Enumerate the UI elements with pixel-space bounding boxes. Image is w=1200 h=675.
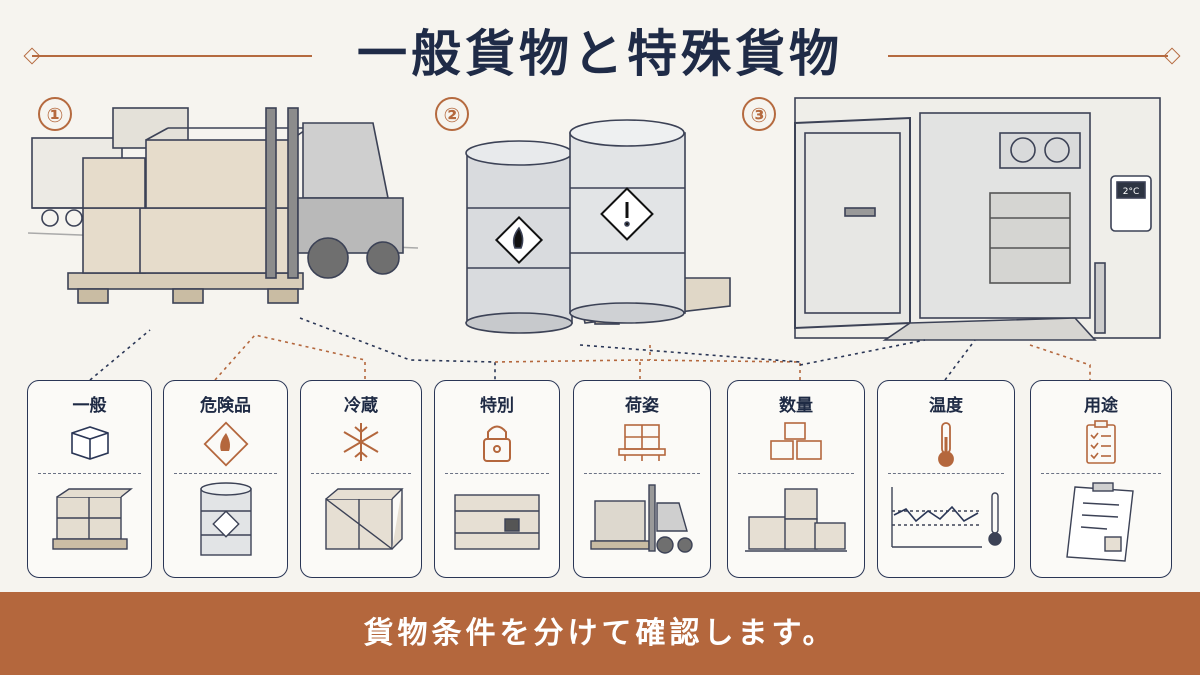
card-label: 用途 (1084, 396, 1118, 416)
flammable-diamond-icon (203, 421, 248, 467)
forklift-pallet-icon (590, 484, 693, 554)
card-special: 特別 (434, 380, 560, 578)
scene-number-2: ② (435, 97, 469, 131)
card-divider (584, 473, 700, 474)
footer-caption: 貨物条件を分けて確認します。 (0, 592, 1200, 675)
box-stacks-icon (745, 488, 847, 552)
card-label: 温度 (929, 396, 963, 416)
card-label: 危険品 (200, 396, 251, 416)
hazard-drum-icon (199, 482, 252, 556)
temperature-graph-icon (891, 487, 1002, 548)
locked-crate-icon (454, 494, 540, 550)
pallet-icon (67, 272, 304, 304)
title-rule-left (32, 55, 312, 57)
card-label: 冷蔵 (344, 396, 378, 416)
card-divider (38, 473, 141, 474)
bollard (1094, 262, 1106, 334)
fan-unit (999, 132, 1081, 169)
cold-storage-door-icon (794, 116, 911, 330)
card-divider (311, 473, 411, 474)
card-temperature: 温度 (877, 380, 1015, 578)
card-divider (174, 473, 277, 474)
card-refrigerated: 冷蔵 (300, 380, 422, 578)
page-title: 一般貨物と特殊貨物 (357, 25, 843, 83)
title-rule-right (888, 55, 1168, 57)
ramp (882, 317, 1097, 341)
card-label: 荷姿 (625, 396, 659, 416)
box-icon (70, 426, 109, 460)
warning-icon (600, 187, 654, 241)
card-label: 一般 (72, 396, 107, 416)
lock-icon (483, 425, 511, 462)
card-hazardous: 危険品 (163, 380, 288, 578)
snowflake-icon (343, 423, 379, 461)
card-usage: 用途 (1030, 380, 1172, 578)
checklist-icon (1086, 420, 1116, 464)
shelves (989, 192, 1071, 284)
thermostat-icon: 2°C (1110, 175, 1152, 232)
thermostat-reading: 2°C (1123, 187, 1140, 197)
card-general: 一般 (27, 380, 152, 578)
clipboard-icon (1066, 482, 1134, 562)
card-quantity: 数量 (727, 380, 865, 578)
drum-scene (465, 119, 731, 334)
scene-number-3: ③ (742, 97, 776, 131)
card-divider (1041, 473, 1161, 474)
card-divider (445, 473, 549, 474)
flammable-icon (494, 215, 544, 265)
card-divider (888, 473, 1004, 474)
boxes-icon (770, 422, 822, 460)
cold-storage-scene: 2°C (794, 97, 1161, 341)
scene-number-1: ① (38, 97, 72, 131)
warehouse-forklift-scene (28, 107, 418, 304)
crate-icon (325, 488, 404, 550)
card-label: 特別 (480, 396, 514, 416)
card-packaging: 荷姿 (573, 380, 711, 578)
drum-icon (569, 119, 686, 324)
pallet-boxes-icon (51, 488, 133, 550)
thermometer-icon (938, 422, 954, 467)
card-label: 数量 (779, 396, 813, 416)
forklift-icon (265, 107, 404, 279)
pallet-icon (618, 424, 666, 461)
card-divider (738, 473, 854, 474)
